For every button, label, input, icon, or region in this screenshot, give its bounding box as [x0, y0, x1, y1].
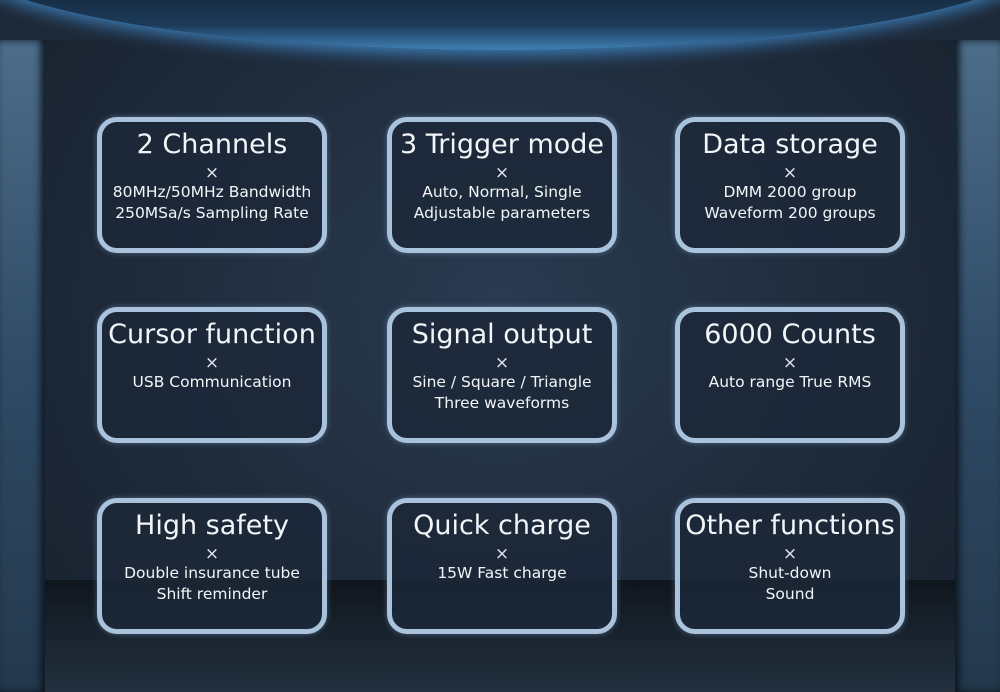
feature-title: Quick charge — [413, 510, 591, 541]
feature-detail: Sound — [765, 585, 815, 603]
left-pillar — [0, 40, 45, 692]
feature-detail: Adjustable parameters — [413, 204, 591, 222]
feature-title: 6000 Counts — [704, 319, 876, 350]
feature-title: 3 Trigger mode — [399, 129, 605, 160]
separator-icon: × — [204, 544, 220, 564]
separator-icon: × — [782, 353, 798, 373]
separator-icon: × — [494, 353, 510, 373]
feature-detail: Auto range True RMS — [708, 373, 872, 391]
feature-detail: DMM 2000 group — [723, 183, 857, 201]
separator-icon: × — [494, 544, 510, 564]
feature-detail: Waveform 200 groups — [704, 204, 876, 222]
feature-card: 6000 Counts ×Auto range True RMS — [675, 307, 905, 443]
feature-title: Other functions — [685, 510, 895, 541]
right-pillar — [955, 40, 1000, 692]
feature-detail: 250MSa/s Sampling Rate — [115, 204, 309, 222]
feature-detail: USB Communication — [132, 373, 292, 391]
feature-detail: Sine / Square / Triangle — [412, 373, 592, 391]
feature-detail: Three waveforms — [434, 394, 570, 412]
separator-icon: × — [782, 163, 798, 183]
separator-icon: × — [494, 163, 510, 183]
feature-detail: 80MHz/50MHz Bandwidth — [112, 183, 312, 201]
feature-detail: Shift reminder — [156, 585, 268, 603]
separator-icon: × — [204, 353, 220, 373]
feature-detail: 15W Fast charge — [437, 564, 567, 582]
feature-title: High safety — [135, 510, 289, 541]
feature-detail: Auto, Normal, Single — [422, 183, 582, 201]
feature-card: Cursor function ×USB Communication — [97, 307, 327, 443]
feature-card: Quick charge ×15W Fast charge — [387, 498, 617, 634]
feature-title: Signal output — [411, 319, 593, 350]
feature-title: Cursor function — [108, 319, 316, 350]
feature-detail: Shut-down — [748, 564, 832, 582]
feature-detail: Double insurance tube — [124, 564, 300, 582]
feature-card: 2 Channels ×80MHz/50MHz Bandwidth 250MSa/s… — [97, 117, 327, 253]
feature-title: 2 Channels — [136, 129, 288, 160]
feature-title: Data storage — [702, 129, 878, 160]
separator-icon: × — [782, 544, 798, 564]
separator-icon: × — [204, 163, 220, 183]
